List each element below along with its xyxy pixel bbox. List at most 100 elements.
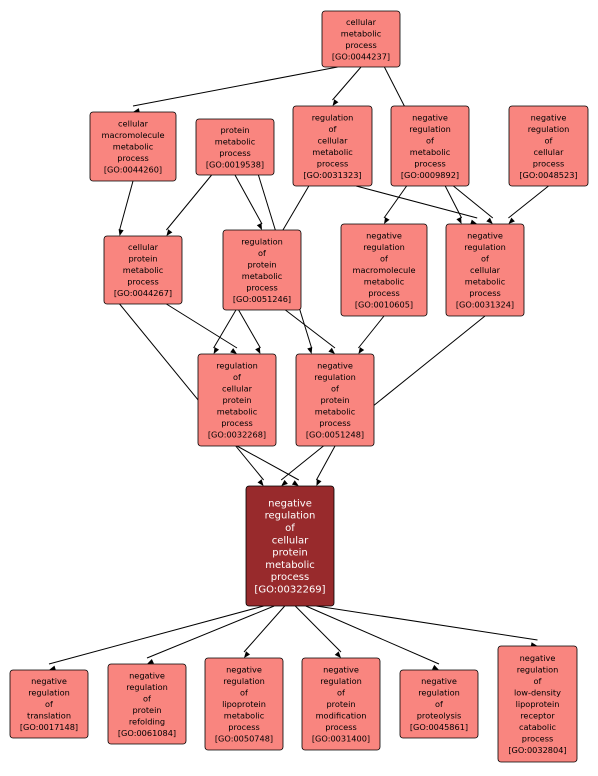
node-label-line: process	[228, 722, 259, 732]
edge-n13-n19	[316, 605, 538, 641]
go-term-node[interactable]: negativeregulationofproteinmodificationp…	[301, 657, 381, 751]
node-box[interactable]	[9, 669, 89, 739]
node-label-line: process	[345, 40, 376, 50]
node-box[interactable]	[195, 118, 275, 176]
node-box[interactable]	[340, 223, 428, 317]
go-term-node[interactable]: negativeregulationofcellularmetabolicpro…	[445, 223, 525, 317]
node-box[interactable]	[295, 353, 375, 447]
go-term-node[interactable]: cellularmacromoleculemetabolicprocess[GO…	[89, 111, 177, 182]
node-box[interactable]	[445, 223, 525, 317]
arrowhead	[316, 479, 322, 486]
edge-n7-n13	[119, 303, 264, 481]
node-box[interactable]	[245, 485, 335, 607]
node-label-line: negative	[412, 112, 448, 122]
go-term-node[interactable]: negativeregulationoflow-densitylipoprote…	[497, 645, 578, 763]
arrowhead	[257, 479, 264, 486]
go-term-node[interactable]: negativeregulationofproteolysis[GO:00458…	[399, 669, 479, 739]
go-term-node[interactable]: negativeregulationofproteinrefolding[GO:…	[107, 663, 187, 745]
node-box[interactable]	[89, 111, 177, 182]
node-label-line: metabolic	[315, 407, 356, 417]
node-label-line: negative	[520, 653, 556, 663]
node-label-line: regulation	[517, 665, 559, 675]
arrowhead	[384, 217, 390, 224]
arrowhead	[166, 229, 173, 236]
node-box[interactable]	[390, 105, 470, 187]
go-term-node[interactable]: negativeregulationofcellularproteinmetab…	[245, 485, 335, 607]
edge-n9-n12	[358, 315, 385, 349]
node-label-line: of	[240, 688, 249, 698]
node-box[interactable]	[508, 105, 589, 187]
node-box[interactable]	[497, 645, 578, 763]
arrowhead	[432, 664, 439, 670]
go-term-node[interactable]: negativeregulationoflipoproteinmetabolic…	[204, 657, 284, 751]
node-go-id: [GO:0032268]	[208, 430, 266, 440]
arrowhead	[213, 347, 220, 354]
arrowhead	[244, 651, 251, 658]
edge-n13-n16	[243, 605, 286, 653]
node-box[interactable]	[204, 657, 284, 751]
arrowhead	[456, 217, 462, 224]
node-label-line: of	[285, 523, 295, 534]
node-label-line: of	[331, 384, 340, 394]
node-box[interactable]	[301, 657, 381, 751]
go-term-node[interactable]: regulationofproteinmetabolicprocess[GO:0…	[222, 229, 302, 311]
node-label-line: of	[337, 688, 346, 698]
node-label-line: catabolic	[519, 722, 556, 732]
node-label-line: proteolysis	[417, 711, 462, 721]
node-label-line: process	[325, 722, 356, 732]
node-label-line: translation	[27, 711, 71, 721]
node-box[interactable]	[292, 105, 373, 187]
node-label-line: cellular	[118, 119, 149, 129]
node-label-line: negative	[366, 231, 402, 241]
arrowhead	[147, 658, 154, 664]
node-label-line: macromolecule	[102, 130, 165, 140]
node-label-line: process	[319, 418, 350, 428]
node-label-line: low-density	[514, 688, 561, 698]
node-label-line: process	[414, 158, 445, 168]
node-box[interactable]	[222, 229, 302, 311]
arrowhead	[281, 479, 288, 486]
node-box[interactable]	[399, 669, 479, 739]
node-label-line: regulation	[216, 361, 258, 371]
go-term-node[interactable]: regulationofcellularmetabolicprocess[GO:…	[292, 105, 373, 187]
edge-n12-n13	[315, 445, 336, 481]
edge-n11-n13	[236, 445, 300, 481]
go-term-node[interactable]: negativeregulationofcellularprocess[GO:0…	[508, 105, 589, 187]
arrowhead	[255, 347, 261, 354]
node-go-id: [GO:0045861]	[410, 722, 468, 732]
node-go-id: [GO:0044260]	[104, 165, 162, 175]
node-box[interactable]	[103, 235, 183, 305]
node-go-id: [GO:0031400]	[312, 734, 370, 744]
node-box[interactable]	[107, 663, 187, 745]
arrowhead	[256, 223, 262, 230]
go-term-node[interactable]: cellularproteinmetabolicprocess[GO:00442…	[103, 235, 183, 305]
node-label-line: negative	[226, 665, 262, 675]
node-label-line: cellular	[318, 135, 349, 145]
node-label-line: regulation	[312, 112, 354, 122]
node-go-id: [GO:0051248]	[306, 430, 364, 440]
node-label-line: metabolic	[410, 147, 451, 157]
go-term-node[interactable]: negativeregulationofmacromoleculemetabol…	[340, 223, 428, 317]
node-go-id: [GO:0032269]	[254, 584, 325, 595]
arrowhead	[332, 99, 339, 106]
node-label-line: of	[435, 699, 444, 709]
node-label-line: of	[545, 135, 554, 145]
node-box[interactable]	[321, 10, 401, 68]
edge-n8-n11	[238, 309, 261, 349]
arrowhead	[230, 348, 237, 354]
node-label-line: regulation	[409, 124, 451, 134]
go-term-node[interactable]: regulationofcellularproteinmetabolicproc…	[197, 353, 277, 447]
node-label-line: lipoprotein	[516, 699, 560, 709]
node-label-line: regulation	[265, 511, 316, 522]
go-term-node[interactable]: negativeregulationoftranslation[GO:00171…	[9, 669, 89, 739]
go-term-node[interactable]: negativeregulationofmetabolicprocess[GO:…	[390, 105, 470, 187]
go-term-node[interactable]: negativeregulationofproteinmetabolicproc…	[295, 353, 375, 447]
node-go-id: [GO:0010605]	[355, 300, 413, 310]
node-label-line: of	[481, 254, 490, 264]
arrowhead	[334, 651, 341, 658]
node-box[interactable]	[197, 353, 277, 447]
node-label-line: process	[522, 734, 553, 744]
